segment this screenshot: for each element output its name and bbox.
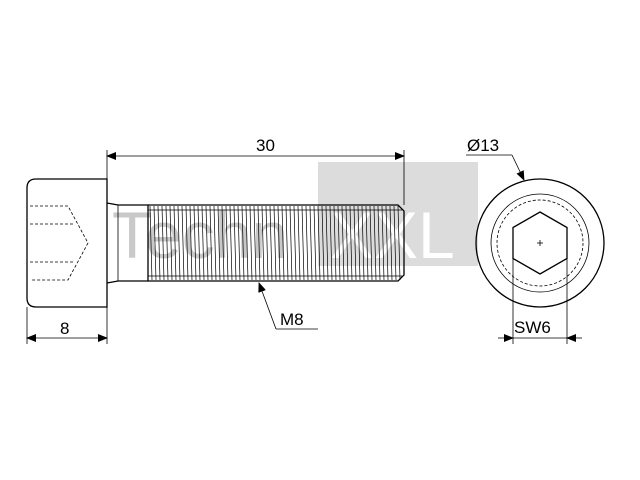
thread-line: [185, 205, 189, 281]
dimension-socket: SW6: [498, 258, 582, 344]
thread-line: [393, 205, 397, 281]
watermark-right-text: XXL: [330, 198, 455, 272]
thread-line: [353, 205, 357, 281]
thread-line: [217, 205, 221, 281]
thread-line: [177, 205, 181, 281]
thread-lines: [149, 205, 401, 281]
thread-line: [281, 205, 285, 281]
head-outer-circle: [475, 178, 605, 308]
thread-line: [361, 205, 365, 281]
thread-line: [149, 205, 153, 281]
thread-line: [169, 205, 173, 281]
thread-outline: [148, 204, 405, 282]
thread-line: [193, 205, 197, 281]
length-label: 30: [256, 136, 275, 155]
thread-line: [317, 205, 321, 281]
thread-line: [305, 205, 309, 281]
dimension-head-diameter: Ø13: [466, 136, 525, 181]
thread-line: [197, 205, 201, 281]
thread-line: [241, 205, 245, 281]
thread-line: [365, 205, 369, 281]
thread-line: [189, 205, 193, 281]
thread-line: [261, 205, 265, 281]
thread-line: [205, 205, 209, 281]
thread-line: [249, 205, 253, 281]
thread-line: [221, 205, 225, 281]
thread-line: [385, 205, 389, 281]
head-inner-circle: [496, 199, 584, 287]
thread-line: [225, 205, 229, 281]
socket-label: SW6: [514, 318, 551, 337]
bolt-shank: [106, 202, 149, 284]
thread-line: [377, 205, 381, 281]
thread-line: [297, 205, 301, 281]
thread-line: [257, 205, 261, 281]
thread-line: [373, 205, 377, 281]
thread-line: [345, 205, 349, 281]
thread-line: [389, 205, 393, 281]
watermark-left-text: Techn: [112, 198, 288, 272]
thread-line: [181, 205, 185, 281]
thread-line: [153, 205, 157, 281]
thread-line: [293, 205, 297, 281]
thread-line: [341, 205, 345, 281]
thread-line: [357, 205, 361, 281]
thread-line: [349, 205, 353, 281]
thread-line: [381, 205, 385, 281]
thread-line: [301, 205, 305, 281]
head-diameter-label: Ø13: [467, 136, 499, 155]
bolt-side-view: [26, 178, 405, 308]
dimension-head-height: 8: [26, 307, 108, 344]
thread-line: [237, 205, 241, 281]
thread-line: [157, 205, 161, 281]
thread-line: [233, 205, 237, 281]
thread-line: [201, 205, 205, 281]
thread-label: M8: [280, 310, 304, 329]
thread-line: [161, 205, 165, 281]
head-height-label: 8: [60, 319, 69, 338]
thread-line: [253, 205, 257, 281]
thread-line: [285, 205, 289, 281]
thread-line: [313, 205, 317, 281]
thread-line: [337, 205, 341, 281]
thread-line: [265, 205, 269, 281]
thread-line: [245, 205, 249, 281]
thread-line: [209, 205, 213, 281]
socket-hidden-lines: [30, 205, 89, 281]
dimension-length: 30: [106, 136, 405, 205]
head-chamfer-circle: [490, 193, 590, 293]
bolt-head: [26, 178, 108, 308]
thread-line: [269, 205, 273, 281]
thread-line: [173, 205, 177, 281]
thread-line: [333, 205, 337, 281]
thread-line: [277, 205, 281, 281]
bolt-end-view: [475, 178, 605, 308]
thread-leader: M8: [258, 282, 318, 330]
thread-line: [325, 205, 329, 281]
thread-line: [397, 205, 401, 281]
thread-line: [329, 205, 333, 281]
thread-line: [165, 205, 169, 281]
thread-line: [321, 205, 325, 281]
thread-line: [369, 205, 373, 281]
thread-line: [229, 205, 233, 281]
thread-line: [309, 205, 313, 281]
thread-line: [273, 205, 277, 281]
hex-socket: [512, 211, 568, 275]
thread-line: [289, 205, 293, 281]
thread-line: [213, 205, 217, 281]
